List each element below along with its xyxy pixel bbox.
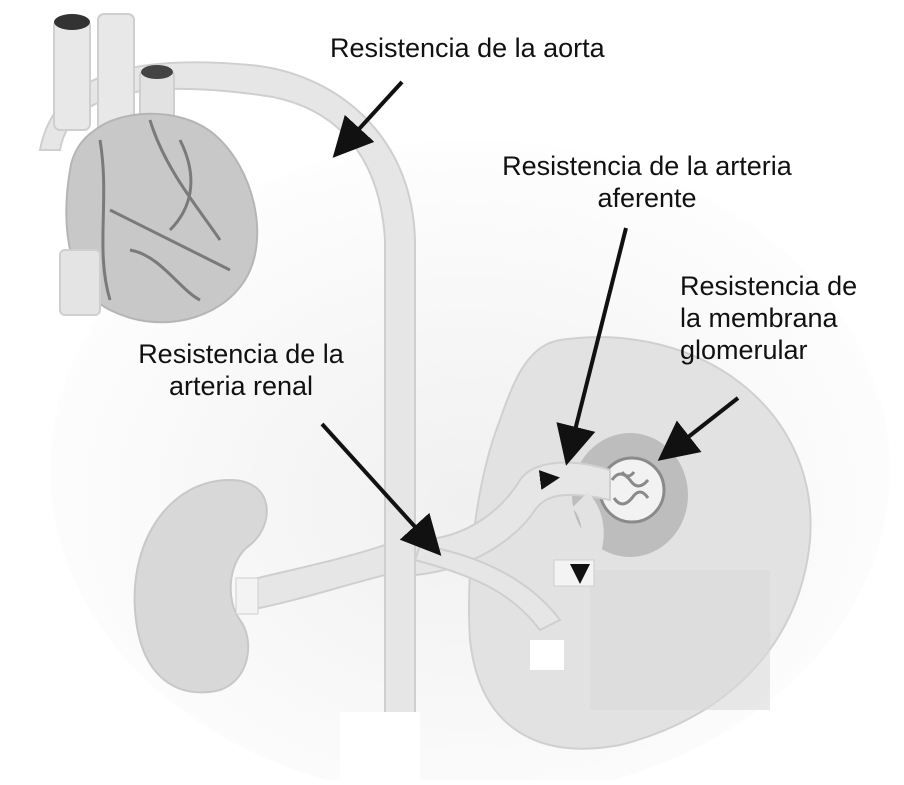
heart: [60, 114, 257, 322]
label-afferent-line-2: aferente: [466, 182, 828, 214]
label-glomerular-line-1: Resistencia de: [680, 270, 857, 302]
label-glomerular-line-3: glomerular: [680, 334, 857, 366]
label-aorta-line-1: Resistencia de la aorta: [330, 32, 605, 64]
label-renal-line-2: arteria renal: [100, 370, 382, 402]
label-glomerular-line-2: la membrana: [680, 302, 857, 334]
right-kidney: [469, 337, 811, 748]
label-renal-line-1: Resistencia de la: [100, 338, 382, 370]
label-aorta-resistance: Resistencia de la aorta: [330, 32, 605, 64]
label-renal-resistance: Resistencia de la arteria renal: [100, 338, 382, 402]
label-afferent-line-1: Resistencia de la arteria: [466, 150, 828, 182]
label-afferent-resistance: Resistencia de la arteria aferente: [466, 150, 828, 214]
label-glomerular-resistance: Resistencia de la membrana glomerular: [680, 270, 857, 366]
